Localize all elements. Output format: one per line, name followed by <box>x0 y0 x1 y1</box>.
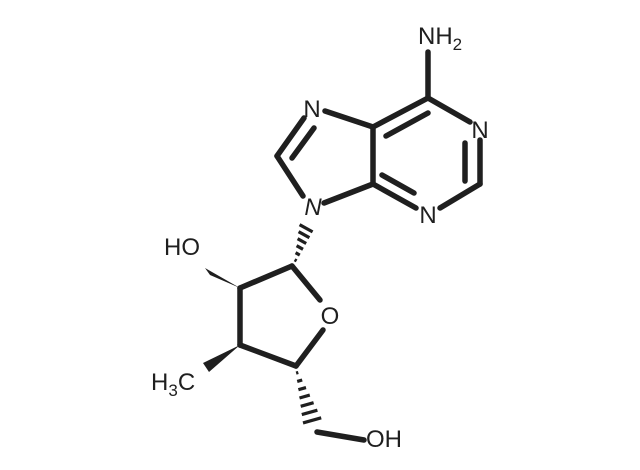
bond-o4-c1 <box>289 263 323 303</box>
hashed-bond-c1-n9 <box>293 223 314 263</box>
hashed-bond-c4-c5 <box>295 370 322 425</box>
bond-c5-n7 <box>322 108 376 130</box>
bond-c2-n3 <box>437 181 483 211</box>
bond-n7-c8 <box>274 115 307 159</box>
bond-c6-n1 <box>425 95 473 125</box>
hydroxyl-5-label: OH <box>366 426 402 453</box>
bond-c1-c2 <box>237 263 295 291</box>
n9-label: N <box>304 194 322 221</box>
amine-label: NH2 <box>418 23 462 54</box>
wedge-bond-c3-methyl <box>203 345 240 372</box>
n7-label: N <box>303 96 320 123</box>
hydroxyl-2-label: HO <box>164 234 200 261</box>
n3-label: N <box>419 202 436 229</box>
methyl-label: H3C <box>151 369 195 400</box>
bond-c4-o4 <box>293 327 326 369</box>
wedge-bond-c2-oh <box>205 268 240 288</box>
bond-c3-c4 <box>237 342 299 369</box>
bond-c8-n9 <box>274 153 306 199</box>
n1-label: N <box>471 117 488 144</box>
bond-c5-c6-double <box>383 110 431 139</box>
bond-c5-o5 <box>314 429 367 443</box>
bond-n3-c4 <box>370 181 419 211</box>
bond-n9-c4 <box>321 181 376 206</box>
bond-c5-c6 <box>370 95 431 130</box>
ring-oxygen-label: O <box>321 303 340 330</box>
bond-n7-c8-double <box>289 125 317 161</box>
bond-n3-c4-double <box>379 172 417 196</box>
